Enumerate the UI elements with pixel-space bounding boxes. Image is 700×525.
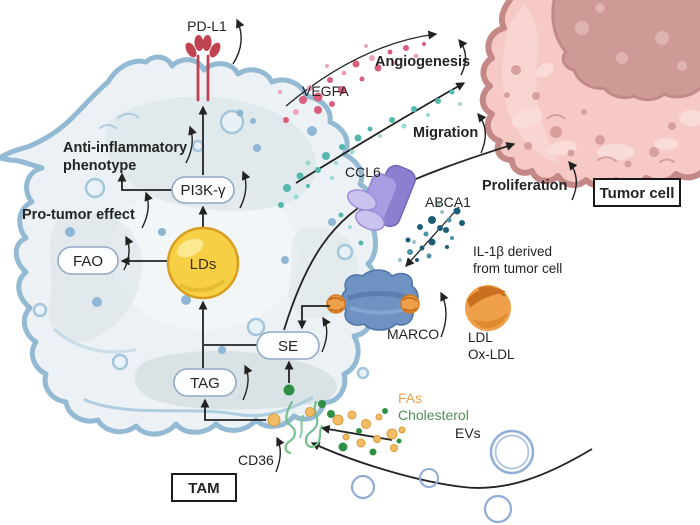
il1b-arrow xyxy=(405,206,460,268)
ldl-text: LDL xyxy=(468,330,493,345)
lds-label: LDs xyxy=(190,256,217,273)
angiogenesis-text: Angiogenesis xyxy=(375,54,470,70)
ox-ldl-text: Ox-LDL xyxy=(468,347,515,362)
marco-bound-ldl xyxy=(326,294,420,314)
il1b-text: IL-1β derived from tumor cell xyxy=(473,244,562,276)
fao-up-swoosh xyxy=(123,235,134,271)
angiogenesis-up-swoosh xyxy=(458,38,468,76)
pi3k-node: PI3K-γ xyxy=(171,176,235,204)
tumor-nucleus-spots xyxy=(575,3,687,71)
ccl6-text: CCL6 xyxy=(345,164,381,180)
evs-text: EVs xyxy=(455,425,481,441)
evs-to-cd36-arrow xyxy=(310,442,593,489)
vegfa-text: VEGFA xyxy=(302,83,349,99)
pdl1-text: PD-L1 xyxy=(187,18,227,34)
fao-node: FAO xyxy=(57,246,119,275)
pro-tumor-text: Pro-tumor effect xyxy=(22,207,135,223)
proliferation-text: Proliferation xyxy=(482,178,567,194)
tumor-cell-title: Tumor cell xyxy=(600,185,675,202)
marco-receptor xyxy=(326,269,420,331)
marco-up-swoosh xyxy=(440,291,449,338)
lds-node: LDs xyxy=(166,226,240,300)
tumor-texture-lines xyxy=(547,114,675,163)
tam-inner-rings xyxy=(32,109,370,380)
tumor-light-patches xyxy=(511,62,700,160)
abca1-text: ABCA1 xyxy=(425,194,471,210)
tam-title: TAM xyxy=(188,480,219,497)
pi3k-up-swoosh xyxy=(239,170,251,209)
cd36-up-swoosh xyxy=(275,436,285,473)
fao-label: FAO xyxy=(73,253,103,270)
ev-vesicles xyxy=(350,429,535,524)
cd36-text: CD36 xyxy=(238,452,274,468)
ldl-to-se-elbow xyxy=(297,305,330,330)
tag-node: TAG xyxy=(173,368,237,397)
se-label: SE xyxy=(278,338,298,355)
tag-label: TAG xyxy=(190,375,220,392)
antiinflammatory-up-swoosh xyxy=(185,125,197,164)
vegfa-dots xyxy=(278,42,426,123)
pdl1-receptor xyxy=(185,35,221,102)
proliferation-up-swoosh xyxy=(568,160,578,201)
marco-text: MARCO xyxy=(387,326,439,342)
tumor-cell xyxy=(479,0,700,189)
migration-up-swoosh xyxy=(477,112,487,154)
protumor-up-swoosh xyxy=(141,191,153,229)
pi3k-label: PI3K-γ xyxy=(180,182,226,199)
tam-title-box: TAM xyxy=(171,473,237,502)
tam-inner-dots xyxy=(65,109,336,354)
abca1-transporter xyxy=(346,164,416,231)
anti-inflammatory-text: Anti-inflammatory phenotype xyxy=(63,140,191,174)
il1b-dots xyxy=(398,201,465,262)
tag-up-swoosh xyxy=(242,364,253,401)
ldl-sphere xyxy=(465,285,511,331)
fa-to-tag-elbow xyxy=(200,398,266,421)
migration-text: Migration xyxy=(413,125,478,141)
fa-cholesterol-dots xyxy=(267,384,406,456)
fas-text: FAs xyxy=(398,390,422,406)
tumor-spots xyxy=(504,65,676,168)
ccl6-dots xyxy=(278,89,462,246)
pdl1-up-swoosh xyxy=(232,18,245,65)
cholesterol-text: Cholesterol xyxy=(398,407,469,423)
cd36-receptor xyxy=(284,400,324,455)
angiogenesis-arrow xyxy=(285,30,438,107)
se-up-swoosh xyxy=(321,316,331,353)
se-node: SE xyxy=(256,331,320,360)
tumor-cell-title-box: Tumor cell xyxy=(593,178,681,207)
pi3k-to-antiinflammatory-elbow xyxy=(117,172,172,191)
